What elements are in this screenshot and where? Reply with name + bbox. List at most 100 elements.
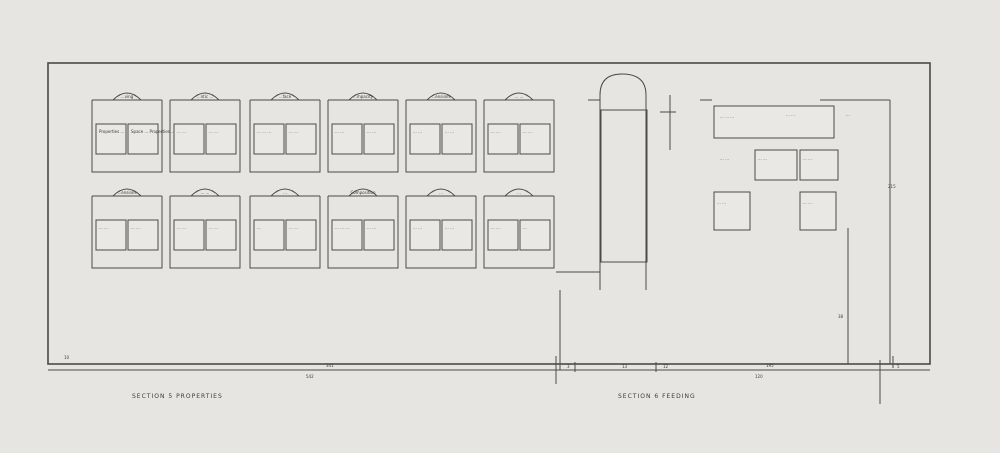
- dim-label: 3: [567, 364, 570, 369]
- display-case-label: ... ...: [335, 129, 344, 134]
- dim-label: 13: [622, 364, 628, 369]
- display-case: [363, 219, 395, 251]
- feeding-box-label: ... ...: [717, 200, 726, 205]
- bay: ... ... ... ... ... ...: [483, 92, 555, 173]
- display-case-label: ... ...: [445, 225, 454, 230]
- bay-arch: [270, 188, 300, 197]
- display-case: [441, 123, 473, 155]
- display-case-label: Properties ...: [99, 129, 124, 134]
- bay-title: ...ving: [121, 94, 134, 99]
- display-case: [331, 219, 363, 251]
- bay-outline: [483, 196, 555, 269]
- display-case: [95, 123, 127, 155]
- bay-title: ...ensions: [431, 94, 450, 99]
- display-case: [487, 123, 519, 155]
- bay-title: ...: [439, 190, 443, 195]
- display-case-label: ... ... ...: [257, 129, 271, 134]
- bay: ...ntic ...... ...... ...: [169, 92, 241, 173]
- bay-title: ... ...: [201, 190, 210, 195]
- display-case-label: ... ...: [177, 129, 186, 134]
- display-case: [127, 219, 159, 251]
- bay-arch: [190, 188, 220, 197]
- bay-outline: [405, 196, 477, 269]
- bay-title: ...: [517, 190, 521, 195]
- bay-outline: [327, 196, 399, 269]
- bay-arch: [190, 92, 220, 101]
- display-case-label: ... ...: [367, 129, 376, 134]
- display-case-label: ... ...: [289, 129, 298, 134]
- bay-outline: [405, 100, 477, 173]
- bay-title: ... ...: [515, 94, 524, 99]
- display-case: [205, 219, 237, 251]
- display-case-label: ... ...: [491, 225, 500, 230]
- feeding-box-label: ... ...: [803, 200, 812, 205]
- feeding-box-label: ... ...: [803, 156, 812, 161]
- feeding-box-label: ...: [846, 112, 850, 117]
- feeding-layout: ... ... ... ... ... ... ... ... ... ... …: [660, 95, 891, 364]
- display-case: [409, 123, 441, 155]
- display-case: [331, 123, 363, 155]
- bay-arch: [426, 92, 456, 101]
- bay-title: ...: [283, 190, 287, 195]
- dim-label: 215: [888, 184, 896, 189]
- bay: ... ... ......: [483, 188, 555, 269]
- dim-label: 10: [64, 355, 70, 360]
- tower-inner: [600, 109, 648, 263]
- bay: Composition ... ... ... ... ...: [327, 188, 399, 269]
- bay-arch: [348, 188, 378, 197]
- section-title-left: SECTION 5 PROPERTIES: [132, 393, 223, 400]
- bay-title: ...ntic ...: [197, 94, 213, 99]
- drawing-frame: [47, 62, 931, 365]
- dim-label: 341: [326, 363, 334, 368]
- section-title-right: SECTION 6 FEEDING: [618, 393, 696, 400]
- bay-title: Composition: [351, 190, 376, 195]
- display-case-label: ... ...: [99, 225, 108, 230]
- bay-arch: [112, 92, 142, 101]
- display-case: [441, 219, 473, 251]
- bay: ... ... ... ... ... ...: [169, 188, 241, 269]
- display-case: [285, 123, 317, 155]
- bay: ...ensions... ...... ...: [91, 188, 163, 269]
- feeding-box-label: ... ...: [786, 112, 795, 117]
- display-case-label: ...: [523, 225, 527, 230]
- bay: ...face ... ... ... ... ...: [249, 92, 321, 173]
- display-case-label: Space ... Properties ...: [131, 129, 175, 134]
- display-case: [127, 123, 159, 155]
- dim-label: 12: [663, 364, 669, 369]
- bay-outline: [169, 196, 241, 269]
- display-case-label: ... ...: [209, 225, 218, 230]
- display-case-label: ... ...: [491, 129, 500, 134]
- bay-outline: [249, 196, 321, 269]
- bay-title: ...mpacity: [353, 94, 374, 99]
- bay-title: ...face: [279, 94, 292, 99]
- bay: ...ensions... ...... ...: [405, 92, 477, 173]
- display-case: [519, 123, 551, 155]
- bay-title: ...ensions: [117, 190, 136, 195]
- arched-tower: [599, 73, 647, 290]
- display-case: [205, 123, 237, 155]
- display-case: [409, 219, 441, 251]
- dim-label: 38: [838, 314, 844, 319]
- bay: ...... ...... ...: [405, 188, 477, 269]
- bay-outline: [91, 196, 163, 269]
- bay: ...mpacity ... ... ... ...: [327, 92, 399, 173]
- bay-outline: [327, 100, 399, 173]
- bay-arch: [426, 188, 456, 197]
- display-case-label: ... ...: [177, 225, 186, 230]
- display-case: [173, 123, 205, 155]
- bay-arch: [348, 92, 378, 101]
- display-case-label: ... ...: [523, 129, 532, 134]
- display-case-label: ... ...: [289, 225, 298, 230]
- display-case: [519, 219, 551, 251]
- dim-label: 120: [755, 374, 763, 379]
- display-case: [487, 219, 519, 251]
- display-case-label: ... ... ...: [335, 225, 349, 230]
- bay-outline: [169, 100, 241, 173]
- feeding-box-label: ... ...: [720, 156, 729, 161]
- display-case-label: ... ...: [445, 129, 454, 134]
- bay-outline: [483, 100, 555, 173]
- display-case: [173, 219, 205, 251]
- display-case-label: ... ...: [367, 225, 376, 230]
